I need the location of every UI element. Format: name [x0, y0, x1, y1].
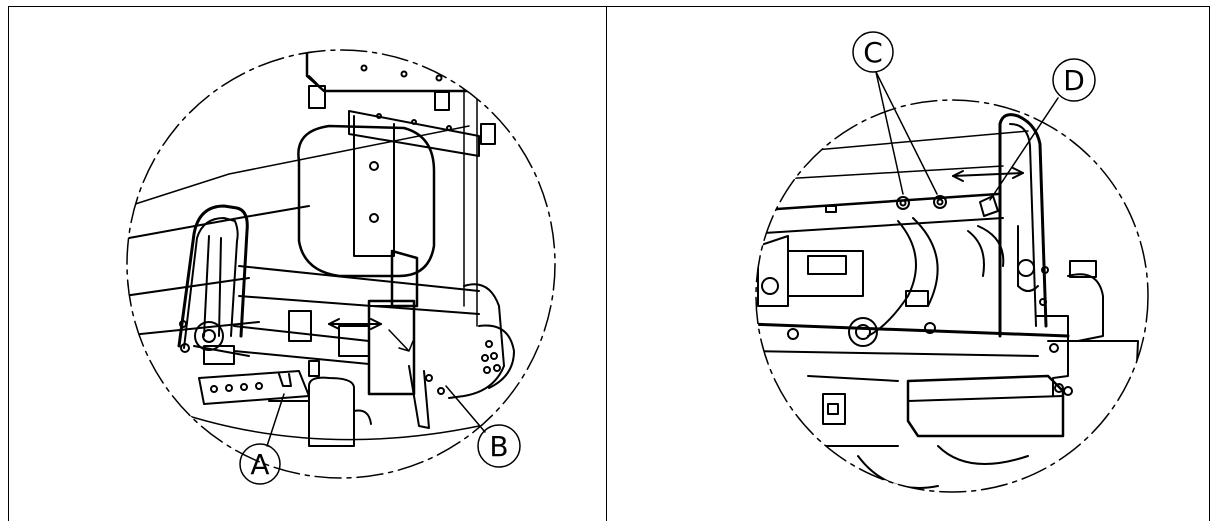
callout-b-label: B — [489, 430, 508, 463]
callout-c-label: C — [863, 36, 883, 69]
callout-a-circle — [239, 443, 281, 485]
left-detail-panel: A B — [126, 49, 556, 485]
right-detail-panel: C D — [755, 31, 1149, 493]
armrest-frame-drawing — [756, 113, 1139, 489]
footrest-mechanism-drawing — [127, 50, 515, 447]
callout-b-circle — [477, 424, 521, 468]
callout-c-circle — [852, 31, 894, 73]
callout-d-label: D — [1063, 64, 1085, 97]
detail-circle-right — [755, 99, 1149, 493]
callout-d-circle — [1052, 58, 1096, 102]
figure-frame — [8, 6, 1210, 521]
panel-divider — [606, 6, 607, 521]
detail-circle-left — [126, 49, 556, 479]
callout-a-label: A — [250, 448, 269, 481]
